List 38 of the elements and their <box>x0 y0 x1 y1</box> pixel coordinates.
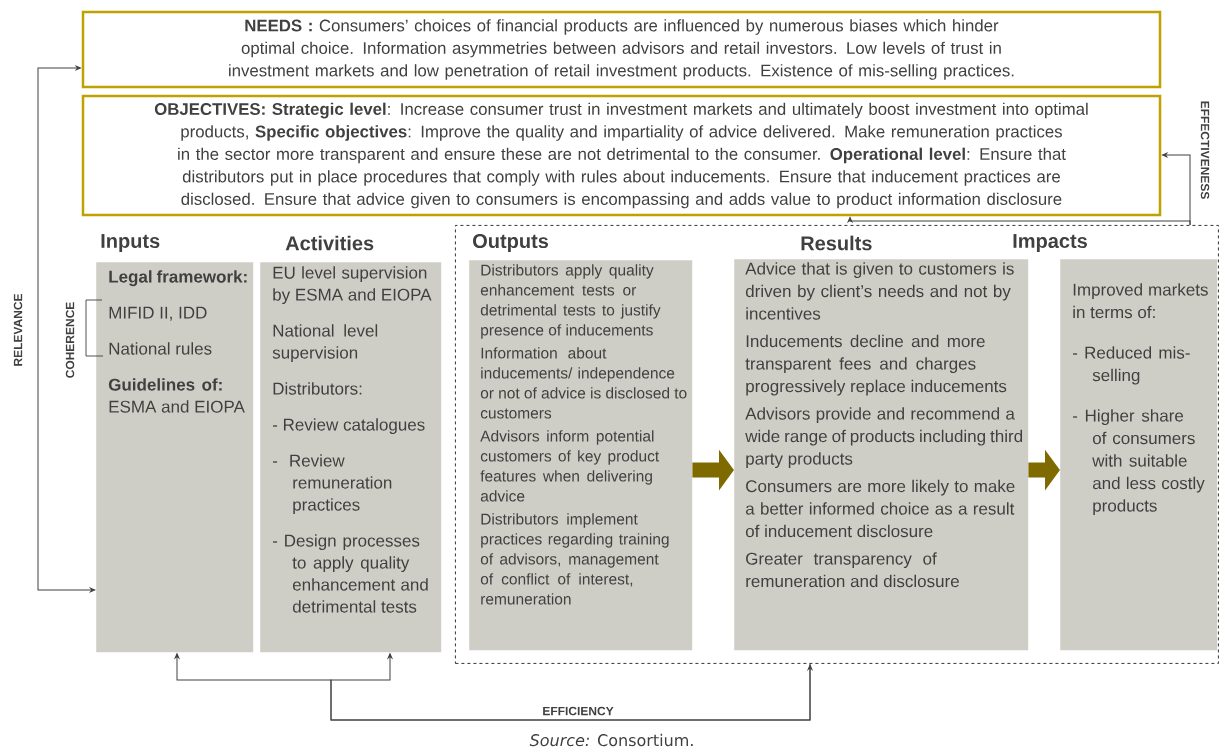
box-text: Distributors implement practices regarding training of advisors, management of conflict of interest, remuneration <box>480 513 669 605</box>
box-text: Guidelines of: ESMA and EIOPA <box>108 378 245 413</box>
column-heading: Activities <box>285 235 374 251</box>
box-text: EU level supervision by ESMA and EIOPA <box>273 266 432 305</box>
box-text: Greater transparency of remuneration and disclosure <box>746 552 959 588</box>
box-text: Improved markets in terms of: <box>1073 283 1208 319</box>
connector-arrow <box>847 217 1191 226</box>
connector-arrow <box>37 65 96 593</box>
edge-label: EFFECTIVENESS <box>1199 99 1211 201</box>
column-heading: Results <box>801 235 872 251</box>
dashed-frame <box>455 225 1219 664</box>
box-text: Inducements decline and more transparent fees and charges progressively replace inducements <box>745 334 1007 396</box>
box-text: Information about inducements/ independence or not of advice is disclosed to customers <box>480 347 687 419</box>
list-item: - Design processes to apply quality enhancement and detrimental tests <box>272 534 428 613</box>
box-text: Distributors apply quality enhancement tests or detrimental tests to justify presence of inducements <box>480 264 661 339</box>
box-text: National level supervision <box>272 324 378 363</box>
box-text: Consumers are more likely to make a better informed choice as a result of inducement disclosure <box>745 479 1015 538</box>
edge-label: RELEVANCE <box>12 291 24 369</box>
column-heading: Inputs <box>101 234 160 252</box>
list-item: - Reduced mis-selling <box>1072 346 1190 385</box>
box-text: Advice that is given to customers is driven by client’s needs and not by incentives <box>745 262 1014 320</box>
connector-arrow <box>330 653 811 721</box>
column-heading: Impacts <box>1013 234 1087 252</box>
list-item: - Higher share of consumers with suitable and less costly products <box>1072 409 1205 516</box>
column-heading: Outputs <box>473 233 549 253</box>
side-label: COHERENCE <box>65 302 75 378</box>
outlined-text-box: OBJECTIVES: Strategic level: Increase consumer trust in investment markets and ultimately boost investment into optimal products, Specific objectives: Improve the quality and impartiality of advice delivered. Make remuneration practices in the sector more transparent and ensure these are not detrimental to the consumer. Operational level: Ensure that distributors put in place procedures that comply with rules about inducements. Ensure that inducement practices are disclosed. Ensure that advice given to consumers is encompassing and adds value to product information disclosure <box>81 94 1162 217</box>
edge-label: EFFICIENCY <box>540 705 616 717</box>
source-caption: Source: Consortium. <box>529 733 693 747</box>
box-text: National rules <box>109 342 212 355</box>
list-item: - Review remuneration practices <box>272 454 392 515</box>
box-text: MIFID II, IDD <box>109 306 207 321</box>
outlined-text-box: NEEDS : Consumers’ choices of financial products are influenced by numerous biases which hinder optimal choice. Information asymmetries between advisors and retail investors. Low levels of trust in investment markets and low penetration of retail investment products. Existence of mis-selling practices. <box>81 10 1162 89</box>
box-text: Distributors: <box>273 382 362 395</box>
list-item: - Review catalogues <box>272 418 425 435</box>
box-text: Advisors inform potential customers of key product features when delivering advice <box>480 430 660 502</box>
box-text: Legal framework: <box>109 270 247 287</box>
box-text: Advisors provide and recommend a wide range of products including third party products <box>745 407 1023 469</box>
